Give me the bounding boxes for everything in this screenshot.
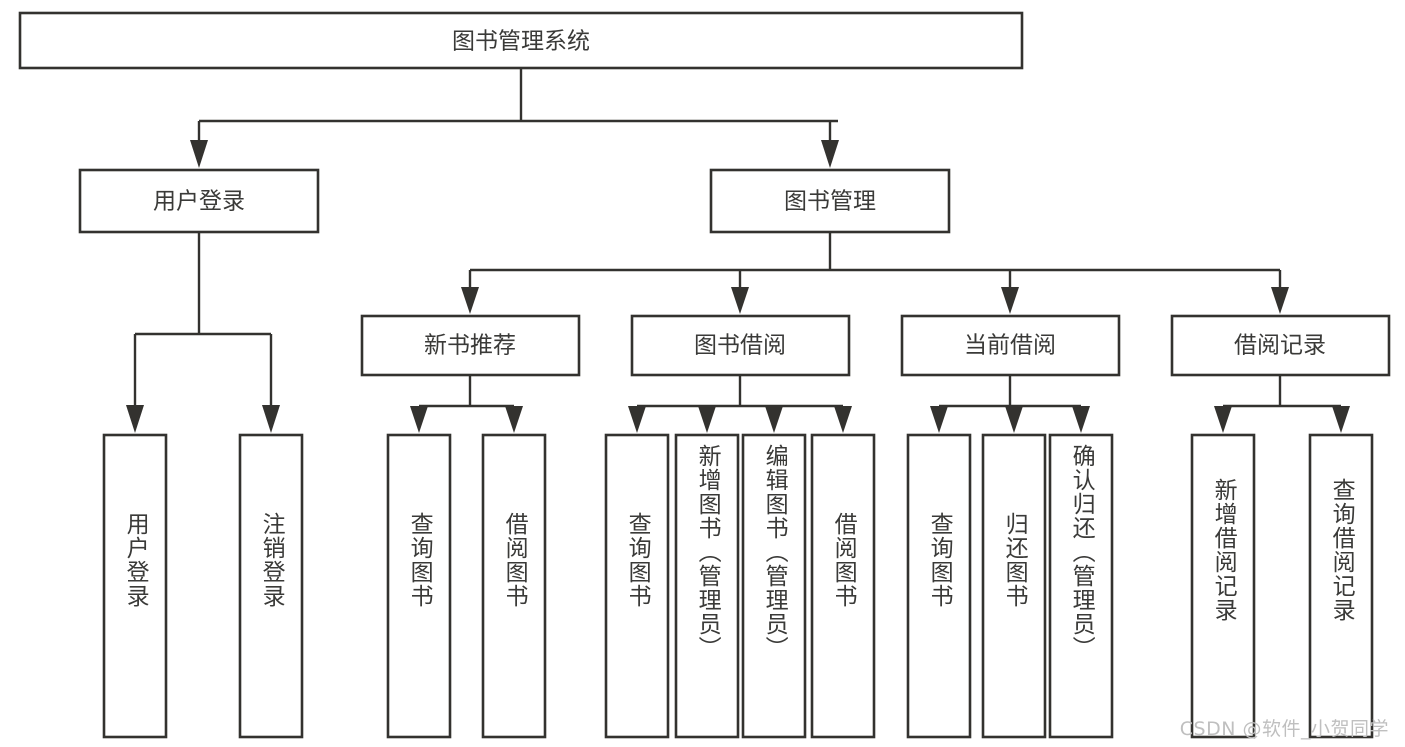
node-leaf-query-book-rec-box[interactable]	[386, 433, 452, 739]
node-borrow-record-label: 借阅记录	[1234, 333, 1326, 359]
arrowhead-borrow-record	[1271, 287, 1289, 314]
arrowhead-leaf-borrow-book	[834, 406, 852, 433]
node-borrow-record[interactable]: 借阅记录	[1170, 314, 1391, 377]
arrowhead-leaf-add-record	[1214, 406, 1232, 433]
node-book-manage-box[interactable]	[709, 168, 951, 234]
node-book-borrow-label: 图书借阅	[694, 333, 786, 359]
arrowhead-new-book-rec	[461, 287, 479, 314]
node-current-borrow-label: 当前借阅	[964, 333, 1056, 359]
node-current-borrow[interactable]: 当前借阅	[900, 314, 1121, 377]
node-user-login[interactable]: 用户登录	[78, 168, 320, 234]
node-book-borrow[interactable]: 图书借阅	[630, 314, 851, 377]
arrowhead-book-borrow	[731, 287, 749, 314]
arrowhead-leaf-borrow-book-rec	[505, 406, 523, 433]
leaf-box-layer	[102, 433, 1374, 739]
arrowhead-leaf-confirm-return	[1072, 406, 1090, 433]
node-leaf-borrow-book-box[interactable]	[810, 433, 876, 739]
node-book-borrow-box[interactable]	[630, 314, 851, 377]
connector-layer	[126, 68, 1350, 433]
node-leaf-return-book-box[interactable]	[981, 433, 1047, 739]
node-leaf-query-record-box[interactable]	[1308, 433, 1374, 739]
arrowhead-user-login	[190, 140, 208, 168]
node-current-borrow-box[interactable]	[900, 314, 1121, 377]
node-leaf-query-book-cur-box[interactable]	[906, 433, 972, 739]
node-leaf-user-login-box[interactable]	[102, 433, 168, 739]
node-leaf-add-book-box[interactable]	[674, 433, 740, 739]
arrowhead-leaf-query-book-cur	[930, 406, 948, 433]
arrowhead-leaf-user-login	[126, 405, 144, 433]
node-root[interactable]: 图书管理系统	[18, 11, 1024, 70]
arrowhead-leaf-add-book	[698, 406, 716, 433]
csdn-watermark: CSDN @软件_小贺同学	[1179, 718, 1389, 740]
node-leaf-edit-book-box[interactable]	[741, 433, 807, 739]
arrowhead-leaf-query-record	[1332, 406, 1350, 433]
node-book-manage[interactable]: 图书管理	[709, 168, 951, 234]
node-book-manage-label: 图书管理	[784, 189, 876, 215]
node-leaf-logout-box[interactable]	[238, 433, 304, 739]
node-user-login-label: 用户登录	[153, 189, 245, 215]
arrowhead-book-manage	[821, 140, 839, 168]
node-root-label: 图书管理系统	[452, 29, 590, 55]
node-leaf-borrow-book-rec-box[interactable]	[481, 433, 547, 739]
node-new-book-rec[interactable]: 新书推荐	[360, 314, 581, 377]
node-root-box[interactable]	[18, 11, 1024, 70]
node-leaf-add-record-box[interactable]	[1190, 433, 1256, 739]
node-new-book-rec-box[interactable]	[360, 314, 581, 377]
node-user-login-box[interactable]	[78, 168, 320, 234]
arrowhead-leaf-query-book	[628, 406, 646, 433]
arrowhead-leaf-query-book-rec	[410, 406, 428, 433]
node-leaf-query-book-box[interactable]	[604, 433, 670, 739]
arrowhead-leaf-return-book	[1005, 406, 1023, 433]
node-new-book-rec-label: 新书推荐	[424, 333, 516, 359]
node-borrow-record-box[interactable]	[1170, 314, 1391, 377]
node-leaf-confirm-return-box[interactable]	[1048, 433, 1114, 739]
arrowhead-leaf-logout	[262, 405, 280, 433]
arrowhead-leaf-edit-book	[765, 406, 783, 433]
arrowhead-current-borrow	[1001, 287, 1019, 314]
